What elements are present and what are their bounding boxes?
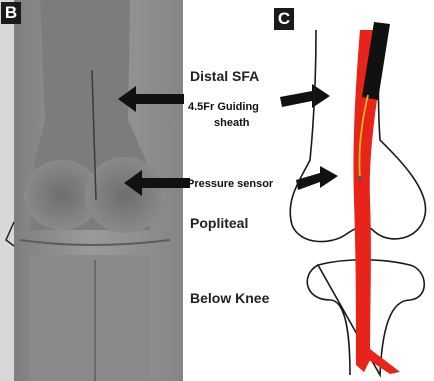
sheath-label-line1: 4.5Fr Guiding	[188, 101, 259, 113]
arrow-to-sheath-diagram	[280, 84, 330, 108]
arrow-to-sheath-xray	[118, 86, 184, 112]
pressure-sensor-tip	[358, 176, 362, 180]
arrow-to-sensor-diagram	[296, 166, 338, 190]
panel-label-c: C	[274, 8, 294, 30]
region-popliteal: Popliteal	[190, 215, 248, 231]
region-distal-sfa: Distal SFA	[190, 68, 259, 84]
arrow-to-sensor-xray	[124, 170, 190, 196]
pressure-sensor-label: Pressure sensor	[187, 178, 273, 190]
sheath-label-line2: sheath	[214, 117, 249, 129]
region-below-knee: Below Knee	[190, 290, 269, 306]
